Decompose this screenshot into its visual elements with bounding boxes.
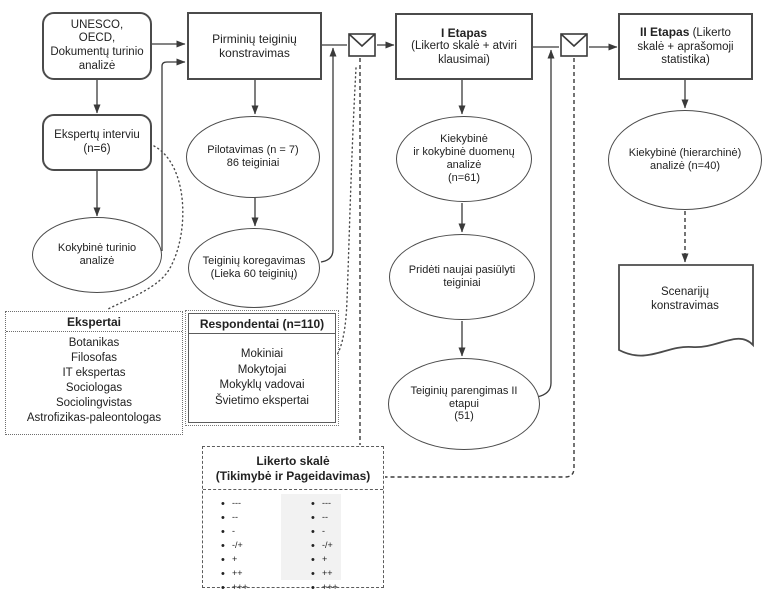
list-item: Astrofizikas-paleontologas: [26, 412, 162, 424]
node-new-proposed-statements: Pridėti naujai pasiūlyti teiginiai: [389, 234, 535, 320]
node-stage1: I Etapas (Likerto skalė + atviri klausim…: [395, 13, 533, 80]
likert-scale-item: +++: [221, 581, 248, 595]
list-item: Botanikas: [68, 337, 120, 349]
node-qualitative-content-analysis: Kokybinė turinio analizė: [32, 217, 162, 293]
likert-box-body: -------/+++++++ -------/+++++++: [203, 490, 383, 592]
stage1-title: I Etapas: [440, 25, 488, 40]
stage2-title: II Etapas: [640, 25, 690, 39]
stage1-subtitle: (Likerto skalė + atviri klausimai): [411, 40, 517, 66]
likert-scale-item: --: [311, 511, 338, 525]
likert-scale-box: Likerto skalė (Tikimybė ir Pageidavimas)…: [202, 446, 384, 592]
list-item: IT ekspertas: [62, 367, 126, 379]
likert-scale-item: -: [221, 525, 248, 539]
stage2-subtitle: (Likerto skalė + aprašomoji statistika): [637, 27, 734, 67]
envelope-icon: [348, 33, 376, 57]
likert-scale-item: ++: [221, 567, 248, 581]
node-expert-interview: Ekspertų interviu (n=6): [42, 114, 152, 171]
envelope-icon: [560, 33, 588, 57]
node-stage2: II Etapas (Likerto skalė + aprašomoji st…: [637, 25, 734, 67]
list-item: Filosofas: [70, 352, 118, 364]
node-piloting: Pilotavimas (n = 7) 86 teiginiai: [186, 116, 320, 198]
likert-scale-item: -: [311, 525, 338, 539]
document-shape: [612, 263, 758, 365]
likert-scale-item: +++: [311, 581, 338, 595]
likert-scale-item: ---: [221, 497, 248, 511]
node-stage2-preparation: Teiginių parengimas II etapui (51): [388, 358, 540, 450]
likert-scale-item: --: [221, 511, 248, 525]
likert-scale-item: -/+: [311, 539, 338, 553]
node-mixed-data-analysis: Kiekybinė ir kokybinė duomenų analizė (n…: [396, 116, 532, 202]
node-statement-construction: Pirminių teiginių konstravimas: [187, 12, 322, 80]
likert-scale-item: +: [311, 553, 338, 567]
likert-scale-item: ---: [311, 497, 338, 511]
list-item: Mokyklų vadovai: [219, 379, 305, 391]
node-scenario-construction: Scenarijų konstravimas: [651, 286, 719, 313]
respondents-box-title: Respondentai (n=110): [189, 314, 335, 334]
list-item: Sociolingvistas: [55, 397, 133, 409]
list-item: Sociologas: [65, 382, 123, 394]
likert-scale-list-desirability: -------/+++++++: [311, 497, 338, 595]
likert-scale-item: +: [221, 553, 248, 567]
list-item: Mokiniai: [240, 348, 284, 360]
likert-box-title: Likerto skalė (Tikimybė ir Pageidavimas): [203, 447, 383, 490]
likert-scale-item: ++: [311, 567, 338, 581]
node-statement-correction: Teiginių koregavimas (Lieka 60 teiginių): [188, 228, 320, 308]
experts-box-title: Ekspertai: [6, 312, 182, 332]
likert-scale-list-probability: -------/+++++++: [221, 497, 248, 595]
list-item: Mokytojai: [237, 363, 287, 376]
node-hierarchical-analysis: Kiekybinė (hierarchinė) analizė (n=40): [608, 110, 762, 210]
list-item: Švietimo ekspertai: [215, 394, 309, 407]
node-sources: UNESCO, OECD, Dokumentų turinio analizė: [42, 12, 152, 80]
likert-scale-item: -/+: [221, 539, 248, 553]
